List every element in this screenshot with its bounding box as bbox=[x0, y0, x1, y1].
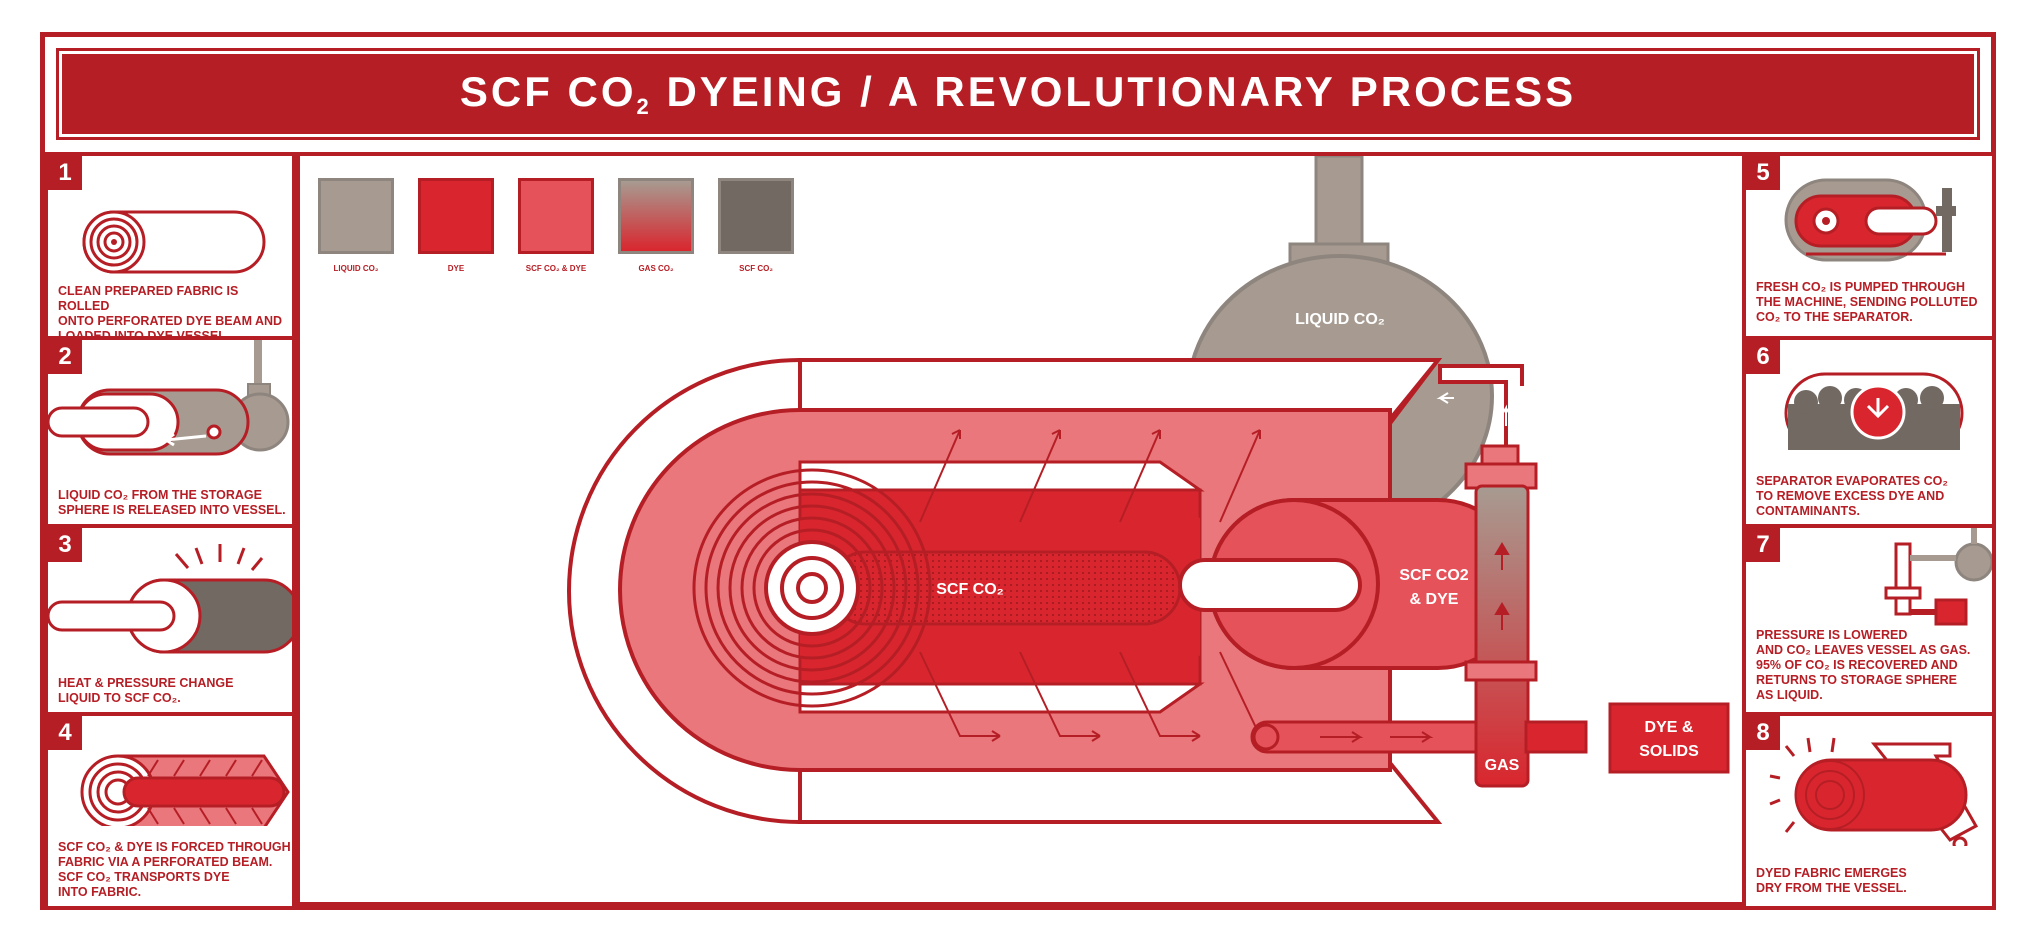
step-panel-4: 4 SCF CO₂ & DYE IS FORCED THROUGH FABRIC… bbox=[44, 712, 296, 910]
legend-swatch-scf-co2-dye bbox=[518, 178, 594, 254]
title-banner: SCF CO2 DYEING / A REVOLUTIONARY PROCESS bbox=[56, 48, 1980, 140]
vessel-fill-illustration bbox=[48, 340, 290, 456]
step-number: 7 bbox=[1746, 528, 1780, 562]
fabric-roll-illustration bbox=[82, 210, 266, 274]
scf-co2-label: SCF CO₂ bbox=[936, 581, 1004, 598]
legend-swatch-scf-co2 bbox=[718, 178, 794, 254]
scf-co2-dye-label-line2: & DYE bbox=[1410, 591, 1459, 608]
legend-label: LIQUID CO₂ bbox=[333, 264, 379, 273]
legend-label: GAS CO₂ bbox=[638, 264, 674, 273]
dye-solids-tank bbox=[1608, 702, 1730, 774]
step-panel-7: 7 PRESSURE IS LOWERED AND CO₂ LEAVES VES… bbox=[1742, 524, 1996, 716]
step-description: PRESSURE IS LOWERED AND CO₂ LEAVES VESSE… bbox=[1756, 628, 1971, 702]
dye-solids-label: DYE & bbox=[1645, 719, 1694, 736]
legend-swatch-gas-co2 bbox=[618, 178, 694, 254]
step-panel-3: 3 HEAT & PRESSURE CHANGE LIQUID TO SCF C… bbox=[44, 524, 296, 716]
step-number: 2 bbox=[48, 340, 82, 374]
step-number: 3 bbox=[48, 528, 82, 562]
step-panel-1: 1 CLEAN PREPARED FABRIC IS ROLLED ONTO P… bbox=[44, 152, 296, 343]
heat-pressure-illustration bbox=[48, 544, 292, 654]
liquid-co2-label: LIQUID CO₂ bbox=[1295, 311, 1385, 328]
main-diagram-panel: LIQUID CO₂ DYE SCF CO₂ & DYE GAS CO₂ SCF… bbox=[296, 152, 1746, 906]
legend-label: DYE bbox=[447, 264, 465, 273]
separator-illustration bbox=[1784, 372, 1964, 450]
legend-label: SCF CO₂ bbox=[739, 264, 773, 273]
step-number: 1 bbox=[48, 156, 82, 190]
step-panel-8: 8 DYED FABRIC EMERGES DRY FROM THE VESSE… bbox=[1742, 712, 1996, 910]
dyed-fabric-illustration bbox=[1769, 737, 1979, 846]
scf-co2-dye-label: SCF CO2 bbox=[1399, 567, 1468, 584]
step-number: 5 bbox=[1746, 156, 1780, 190]
step-panel-2: 2 LIQUID CO₂ FROM THE STORAGE SPHERE IS … bbox=[44, 336, 296, 528]
page-title: SCF CO2 DYEING / A REVOLUTIONARY PROCESS bbox=[459, 68, 1577, 119]
step-description: HEAT & PRESSURE CHANGE LIQUID TO SCF CO₂… bbox=[58, 676, 234, 705]
dye-solids-label-line2: SOLIDS bbox=[1639, 743, 1699, 760]
step-description: SCF CO₂ & DYE IS FORCED THROUGH FABRIC V… bbox=[58, 840, 291, 899]
step-description: CLEAN PREPARED FABRIC IS ROLLED ONTO PER… bbox=[58, 284, 283, 343]
pressure-lower-illustration bbox=[1884, 528, 1992, 626]
dye-transport-illustration bbox=[80, 754, 290, 826]
pump-flush-illustration bbox=[1784, 178, 1956, 262]
dye-vessel-diagram: LIQUID CO₂ SCF CO₂ SCF CO2 & DYE bbox=[567, 156, 1730, 824]
step-number: 4 bbox=[48, 716, 82, 750]
legend-swatch-dye bbox=[418, 178, 494, 254]
step-panel-5: 5 FRESH CO₂ IS PUMPED THROUGH THE MACHIN… bbox=[1742, 152, 1996, 340]
step-number: 6 bbox=[1746, 340, 1780, 374]
gas-column bbox=[1474, 484, 1530, 788]
step-description: LIQUID CO₂ FROM THE STORAGE SPHERE IS RE… bbox=[58, 488, 286, 517]
legend-label: SCF CO₂ & DYE bbox=[525, 264, 587, 273]
legend-swatch-liquid-co2 bbox=[318, 178, 394, 254]
step-description: FRESH CO₂ IS PUMPED THROUGH THE MACHINE,… bbox=[1756, 280, 1978, 324]
step-description: DYED FABRIC EMERGES DRY FROM THE VESSEL. bbox=[1756, 866, 1907, 895]
step-number: 8 bbox=[1746, 716, 1780, 750]
step-description: SEPARATOR EVAPORATES CO₂ TO REMOVE EXCES… bbox=[1756, 474, 1948, 518]
gas-label: GAS bbox=[1485, 757, 1520, 774]
step-panel-6: 6 SEPARATOR EVAPORATES CO₂ TO REMOVE EXC… bbox=[1742, 336, 1996, 528]
